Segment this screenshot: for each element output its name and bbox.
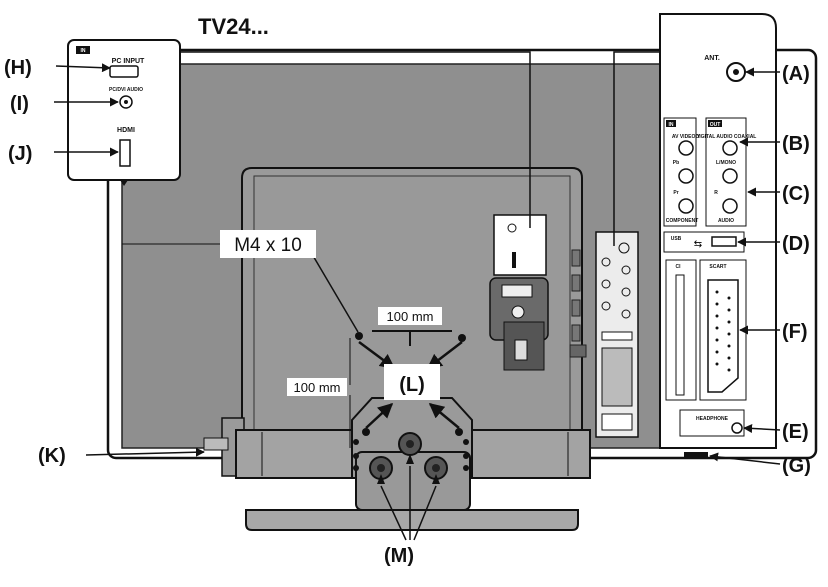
ant-label: ANT. bbox=[704, 55, 720, 62]
dim-horizontal-label: 100 mm bbox=[387, 309, 434, 324]
callout-leaders bbox=[54, 63, 781, 541]
in-badge: IN bbox=[669, 122, 674, 128]
side-terminal-module bbox=[489, 214, 549, 371]
callout-j: (J) bbox=[8, 143, 32, 165]
stand-screws bbox=[369, 432, 448, 484]
component-label: COMPONENT bbox=[666, 218, 699, 224]
screw-size-callout: M4 x 10 bbox=[122, 230, 359, 333]
headphone-label: HEADPHONE bbox=[696, 416, 729, 422]
callout-k: (K) bbox=[38, 445, 66, 467]
av-video-label: AV VIDEO/Y bbox=[672, 134, 701, 140]
model-title: TV24... bbox=[198, 14, 269, 39]
usb-icon: ⇆ bbox=[694, 239, 702, 250]
audio-label: AUDIO bbox=[718, 218, 734, 224]
inset-leaders bbox=[180, 51, 660, 246]
callout-c: (C) bbox=[782, 183, 810, 205]
callout-m: (M) bbox=[384, 545, 414, 567]
callout-i: (I) bbox=[10, 93, 29, 115]
callout-h: (H) bbox=[4, 57, 32, 79]
pc-audio-label: PC/DVI AUDIO bbox=[109, 87, 143, 93]
digital-audio-label: DIGITAL AUDIO COAXIAL bbox=[696, 134, 757, 140]
callout-a: (A) bbox=[782, 63, 810, 85]
hdmi-label: HDMI bbox=[117, 127, 135, 134]
right-connector-panel: ANT. IN AV VIDEO/Y Pb Pr COMPONENT OUT D… bbox=[659, 13, 777, 458]
callout-e: (E) bbox=[782, 421, 809, 443]
left-panel-in-badge: IN bbox=[81, 48, 86, 54]
callout-g: (G) bbox=[782, 455, 811, 477]
mount-dimensions: 100 mm 100 mm (L) bbox=[287, 307, 463, 448]
callout-d: (D) bbox=[782, 233, 810, 255]
out-badge: OUT bbox=[710, 122, 721, 128]
callout-labels: (H) (I) (J) (K) (A) (B) (C) (D) (F) (E) … bbox=[4, 57, 811, 567]
callout-f: (F) bbox=[782, 321, 808, 343]
r-label: R bbox=[714, 190, 718, 196]
pb-label: Pb bbox=[673, 160, 679, 166]
ci-label: CI bbox=[676, 264, 682, 270]
usb-label: USB bbox=[671, 236, 682, 242]
left-connector-panel: IN PC INPUT PC/DVI AUDIO HDMI bbox=[67, 39, 181, 186]
l-mono-label: L/MONO bbox=[716, 160, 736, 166]
screw-size-label: M4 x 10 bbox=[234, 235, 302, 256]
pr-label: Pr bbox=[673, 190, 678, 196]
callout-l: (L) bbox=[399, 374, 425, 396]
scart-label: SCART bbox=[709, 264, 726, 270]
mounting-holes bbox=[353, 332, 469, 471]
rear-terminal-strip bbox=[595, 231, 639, 438]
dim-vertical-label: 100 mm bbox=[294, 380, 341, 395]
pc-input-label: PC INPUT bbox=[112, 58, 145, 65]
callout-b: (B) bbox=[782, 133, 810, 155]
